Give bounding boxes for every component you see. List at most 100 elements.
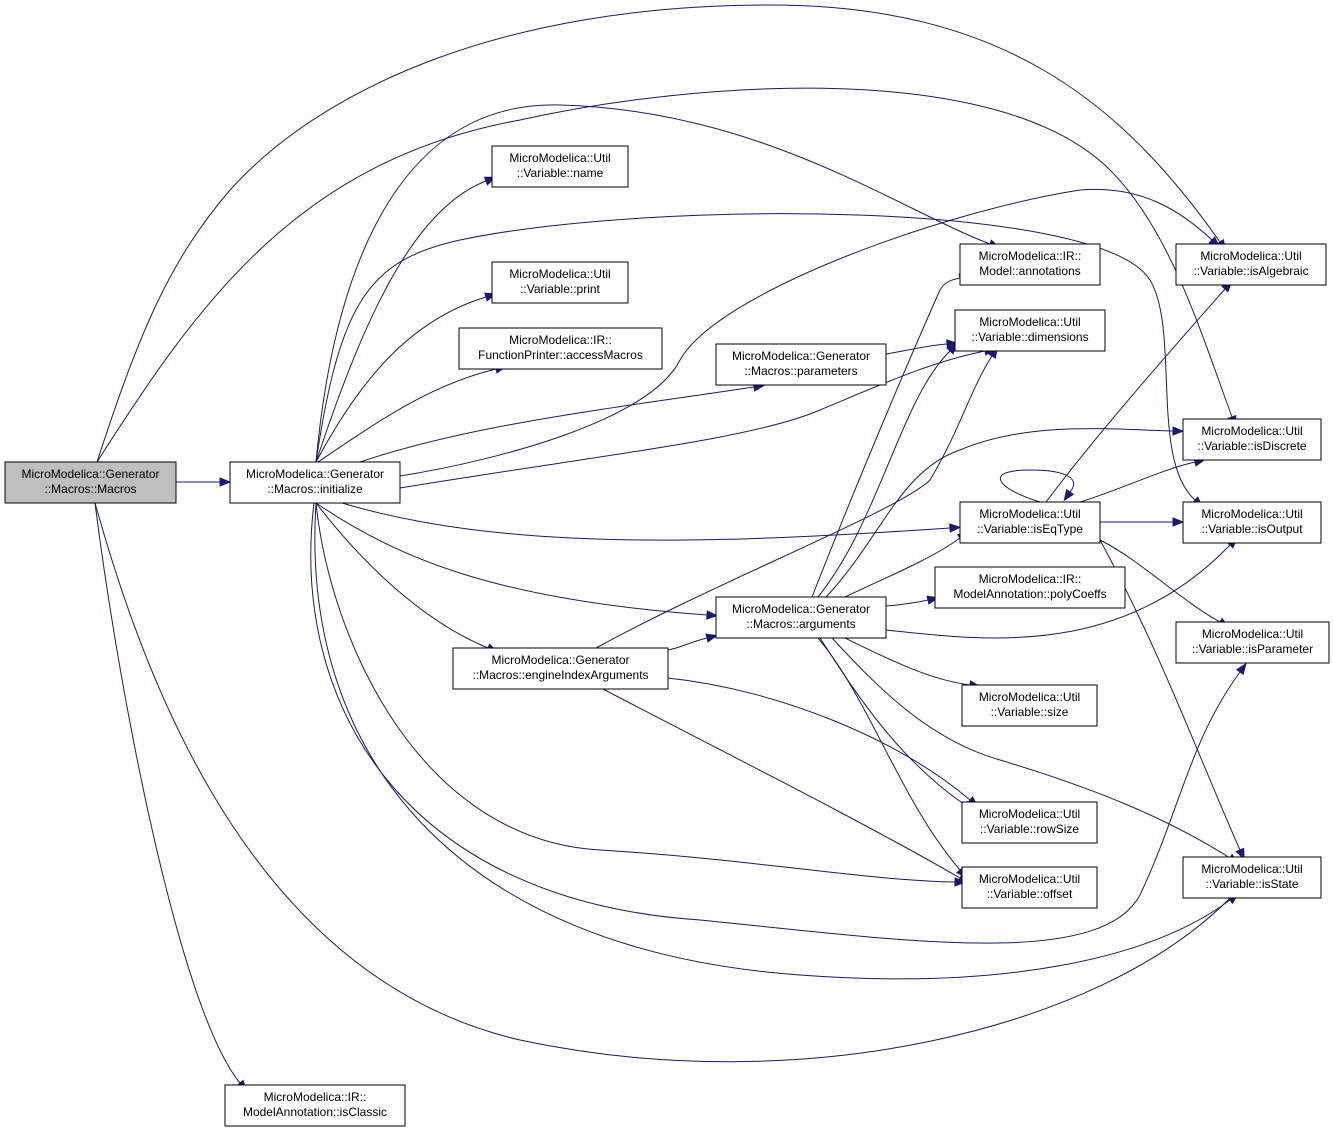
edge-line [1045, 288, 1226, 503]
node-name[interactable]: MicroModelica::Util::Variable::name [491, 145, 629, 188]
node-isDiscrete[interactable]: MicroModelica::Util::Variable::isDiscret… [1182, 418, 1322, 461]
node-macros[interactable]: MicroModelica::Generator::Macros::Macros [4, 461, 177, 504]
edge-engineIndexArguments-to-arguments [667, 633, 718, 651]
node-initialize[interactable]: MicroModelica::Generator::Macros::initia… [229, 461, 401, 504]
node-isAlgebraic[interactable]: MicroModelica::Util::Variable::isAlgebra… [1175, 243, 1327, 286]
node-box [959, 501, 1101, 544]
node-size[interactable]: MicroModelica::Util::Variable::size [961, 684, 1098, 727]
node-label-line: ::Variable::dimensions [971, 330, 1088, 344]
edge-initialize-to-parameters [359, 382, 766, 463]
edge-line [667, 637, 708, 651]
edge-line [315, 104, 991, 463]
edge-line [315, 502, 708, 616]
edge-line [314, 502, 1231, 980]
node-label-line: MicroModelica::Util [1202, 627, 1303, 641]
node-label-line: ::Variable::print [520, 282, 600, 296]
node-label-line: MicroModelica::Generator [491, 653, 629, 667]
edge-line [96, 87, 1233, 463]
edge-line [94, 502, 241, 1084]
node-label-line: MicroModelica::Util [979, 507, 1080, 521]
node-label-line: ::Variable::size [991, 705, 1069, 719]
node-annotations[interactable]: MicroModelica::IR::Model::annotations [959, 243, 1101, 286]
node-box [961, 866, 1098, 909]
node-label-line: MicroModelica::Util [979, 690, 1080, 704]
node-engineIndexArguments[interactable]: MicroModelica::Generator::Macros::engine… [452, 647, 669, 690]
edge-arguments-to-annotations [811, 273, 972, 598]
node-box [1182, 418, 1322, 461]
node-rowSize[interactable]: MicroModelica::Util::Variable::rowSize [961, 801, 1098, 844]
node-box [961, 684, 1098, 727]
node-label-line: MicroModelica::Util [979, 872, 1080, 886]
edge-line [595, 355, 993, 649]
arrowhead-icon [1235, 847, 1245, 861]
node-isOutput[interactable]: MicroModelica::Util::Variable::isOutput [1182, 501, 1322, 544]
edge-initialize-to-offset [315, 502, 967, 887]
edge-line [831, 637, 1231, 859]
node-isState[interactable]: MicroModelica::Util::Variable::isState [1182, 856, 1322, 899]
edge-initialize-to-isParameter [310, 502, 1247, 944]
node-box [1175, 621, 1330, 664]
node-polyCoeffs[interactable]: MicroModelica::IR::ModelAnnotation::poly… [934, 566, 1126, 609]
node-label-line: MicroModelica::Util [1200, 249, 1301, 263]
nodes-layer: MicroModelica::Generator::Macros::Macros… [4, 145, 1330, 1127]
node-accessMacros[interactable]: MicroModelica::IR::FunctionPrinter::acce… [458, 327, 663, 370]
edge-arguments-to-offset [817, 637, 968, 879]
node-label-line: ::Macros::arguments [746, 617, 855, 631]
node-label-line: ::Variable::rowSize [980, 822, 1079, 836]
node-label-line: ::Variable::isState [1205, 877, 1298, 891]
edge-arguments-to-size [844, 637, 982, 690]
node-label-line: MicroModelica::Util [1201, 507, 1302, 521]
edge-line [315, 180, 487, 463]
node-dimensions[interactable]: MicroModelica::Util::Variable::dimension… [954, 309, 1106, 352]
node-isClassic[interactable]: MicroModelica::IR::ModelAnnotation::isCl… [224, 1084, 406, 1127]
node-parameters[interactable]: MicroModelica::Generator::Macros::parame… [715, 343, 887, 386]
edge-initialize-to-arguments [315, 502, 719, 620]
edge-initialize-to-name [315, 176, 497, 463]
edge-line [96, 4, 1221, 463]
node-label-line: MicroModelica::Generator [732, 349, 870, 363]
node-label-line: MicroModelica::Util [509, 267, 610, 281]
edge-line [315, 213, 1196, 501]
arrowhead-icon [1063, 488, 1075, 502]
node-box [959, 243, 1101, 286]
node-arguments[interactable]: MicroModelica::Generator::Macros::argume… [715, 596, 887, 639]
node-label-line: MicroModelica::Util [979, 807, 1080, 821]
node-isParameter[interactable]: MicroModelica::Util::Variable::isParamet… [1175, 621, 1330, 664]
arrowhead-icon [1235, 662, 1247, 676]
node-box [491, 145, 629, 188]
edge-line [885, 544, 1231, 639]
edge-line [399, 188, 1213, 477]
edge-line [399, 350, 986, 489]
node-box [491, 261, 629, 304]
edge-line [602, 688, 961, 879]
edge-initialize-to-annotations [315, 104, 1001, 463]
edge-arguments-to-polyCoeffs [885, 595, 940, 607]
node-label-line: ::Variable::isAlgebraic [1193, 264, 1308, 278]
node-box [1182, 501, 1322, 544]
node-print[interactable]: MicroModelica::Util::Variable::print [491, 261, 629, 304]
node-box [229, 461, 401, 504]
node-label-line: MicroModelica::Util [1201, 862, 1302, 876]
node-label-line: MicroModelica::Util [979, 315, 1080, 329]
arrowhead-icon [706, 610, 719, 620]
node-label-line: ::Macros::parameters [744, 364, 857, 378]
node-label-line: ModelAnnotation::isClassic [243, 1105, 387, 1119]
edge-line [1079, 461, 1196, 503]
node-label-line: ::Variable::isEqType [977, 522, 1083, 536]
arrowhead-icon [219, 477, 232, 487]
node-box [458, 327, 663, 370]
edge-isEqType-to-isDiscrete [1079, 457, 1207, 503]
node-isEqType[interactable]: MicroModelica::Util::Variable::isEqType [959, 501, 1101, 544]
node-box [934, 566, 1126, 609]
edge-initialize-to-engineIndexArguments [315, 502, 499, 653]
edge-line [667, 677, 971, 801]
edge-line [315, 502, 956, 883]
node-offset[interactable]: MicroModelica::Util::Variable::offset [961, 866, 1098, 909]
node-label-line: ::Variable::offset [987, 887, 1073, 901]
node-label-line: MicroModelica::Util [1201, 424, 1302, 438]
edge-line [359, 386, 755, 463]
edge-line [315, 502, 489, 649]
edge-line [825, 428, 1174, 598]
node-label-line: MicroModelica::IR:: [264, 1090, 367, 1104]
